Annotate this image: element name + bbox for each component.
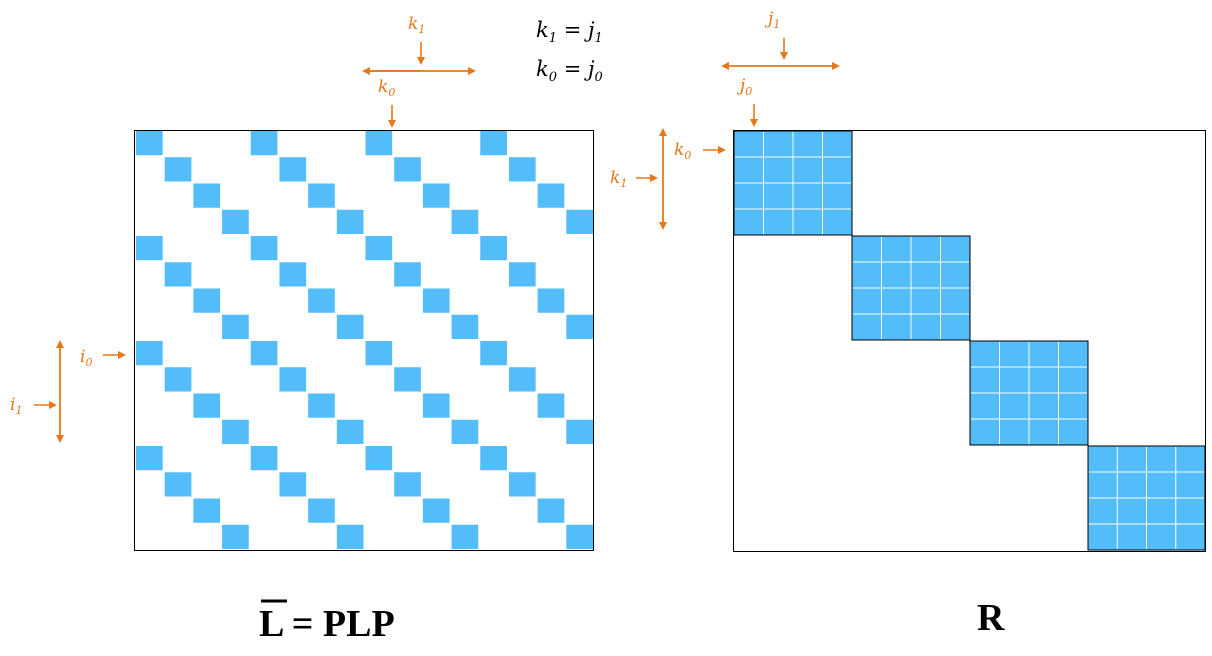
left-matrix-cell	[566, 209, 593, 234]
left-matrix-cell	[279, 367, 307, 392]
left-matrix-frame	[134, 130, 594, 551]
equation-k1-j1: k1 = j1	[536, 18, 603, 46]
j1-top-label: j1	[764, 9, 780, 31]
left-matrix-cell	[164, 472, 192, 497]
left-matrix-cell	[451, 524, 479, 549]
left-matrix-cell	[566, 419, 593, 444]
left-matrix-cell	[193, 393, 221, 418]
left-matrix-cell	[422, 393, 450, 418]
left-matrix-cell	[422, 498, 450, 523]
left-matrix-cell	[451, 419, 479, 444]
left-matrix-cell	[508, 367, 536, 392]
left-matrix-cell	[164, 157, 192, 182]
left-matrix-cell	[250, 341, 278, 366]
i1-left-label: i1	[10, 395, 22, 417]
left-matrix-cell	[394, 157, 421, 182]
left-matrix-cell	[222, 209, 249, 234]
left-matrix-cell	[422, 183, 450, 208]
left-matrix-cell	[394, 367, 421, 392]
left-matrix-cell	[537, 498, 565, 523]
left-matrix-cell	[480, 236, 507, 261]
left-matrix-cell	[136, 131, 163, 156]
left-matrix-cell	[193, 498, 221, 523]
left-matrix-cell	[451, 209, 479, 234]
left-matrix-cell	[508, 262, 536, 287]
left-matrix-cell	[508, 157, 536, 182]
right-matrix-frame	[733, 130, 1206, 552]
left-matrix-cell	[193, 183, 221, 208]
k0-left-label: k0	[674, 140, 691, 162]
left-matrix-cell	[250, 131, 278, 156]
left-matrix-cell	[480, 446, 507, 471]
left-matrix-cell	[279, 472, 307, 497]
left-matrix-blocks	[136, 131, 593, 549]
left-matrix-cell	[336, 314, 364, 339]
left-matrix-cell	[336, 209, 364, 234]
left-matrix-cell	[480, 131, 507, 156]
left-matrix-cell	[336, 524, 364, 549]
left-matrix-cell	[279, 157, 307, 182]
k1-top-label: k1	[408, 14, 425, 36]
j0-top-label: j0	[736, 76, 752, 98]
left-matrix-cell	[279, 262, 307, 287]
left-matrix-cell	[537, 183, 565, 208]
left-matrix-cell	[365, 341, 393, 366]
equation-k0-j0: k0 = j0	[536, 57, 603, 85]
left-matrix-cell	[365, 446, 393, 471]
left-matrix-cell	[308, 288, 335, 313]
left-matrix-cell	[537, 393, 565, 418]
left-matrix-cell	[250, 446, 278, 471]
left-matrix-cell	[222, 524, 249, 549]
left-matrix-cell	[164, 262, 192, 287]
left-matrix-cell	[566, 524, 593, 549]
left-matrix-cell	[422, 288, 450, 313]
left-matrix-cell	[308, 393, 335, 418]
left-matrix-cell	[136, 446, 163, 471]
left-matrix-cell	[394, 472, 421, 497]
left-matrix-cell	[308, 183, 335, 208]
i0-left-label: i0	[80, 347, 92, 369]
left-matrix-cell	[222, 314, 249, 339]
left-matrix-cell	[537, 288, 565, 313]
left-matrix-cell	[480, 341, 507, 366]
k0-top-label: k0	[378, 77, 395, 99]
left-matrix-cell	[365, 131, 393, 156]
left-matrix-cell	[566, 314, 593, 339]
right-matrix-caption: R	[977, 597, 1005, 639]
left-matrix-cell	[164, 367, 192, 392]
left-matrix-cell	[365, 236, 393, 261]
left-matrix-cell	[222, 419, 249, 444]
left-matrix-cell	[250, 236, 278, 261]
left-matrix-cell	[451, 314, 479, 339]
left-matrix-cell	[394, 262, 421, 287]
left-matrix-cell	[336, 419, 364, 444]
left-matrix-cell	[136, 236, 163, 261]
right-matrix-blocks	[733, 130, 1206, 551]
left-matrix-cell	[308, 498, 335, 523]
k1-left-label: k1	[610, 168, 627, 190]
left-matrix-cell	[193, 288, 221, 313]
left-matrix-cell	[136, 341, 163, 366]
left-matrix-caption: L = PLP	[259, 603, 395, 645]
left-matrix-cell	[508, 472, 536, 497]
